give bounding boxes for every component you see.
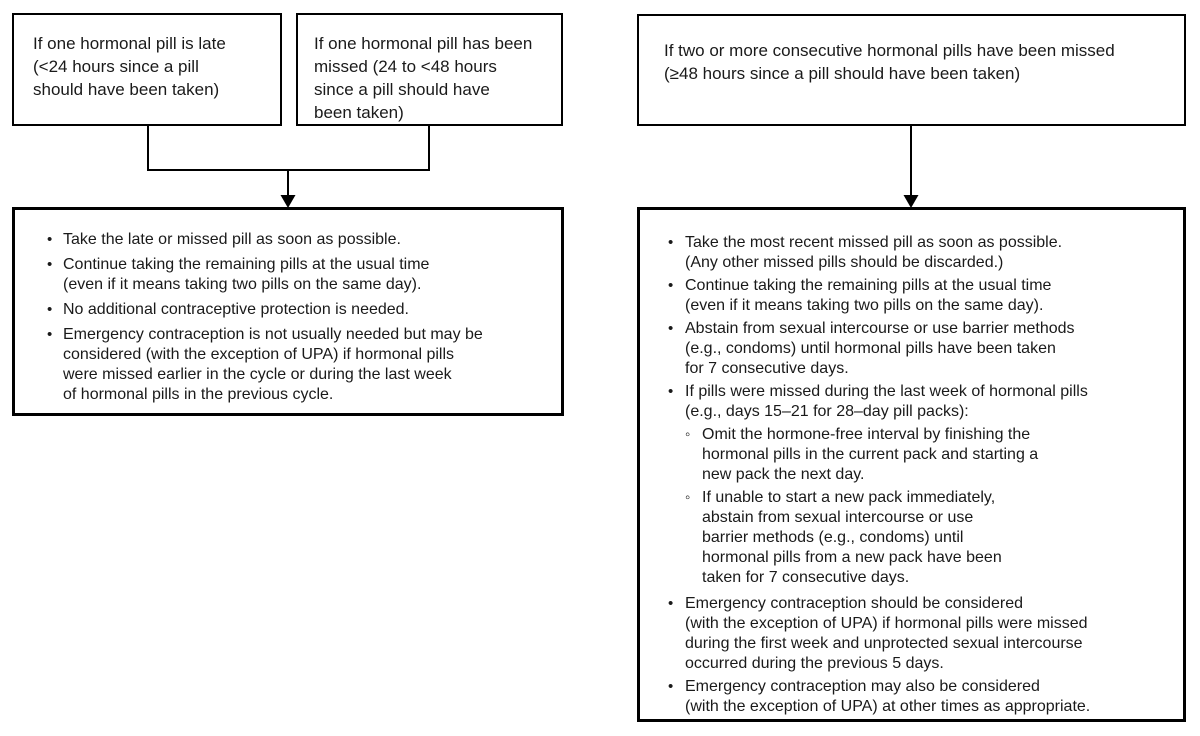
bullet-dot-icon: • — [668, 277, 674, 294]
bullet-dot-icon: • — [668, 383, 674, 400]
sub-list-item: ◦ Omit the hormone-free interval by fini… — [685, 425, 1088, 485]
bullet-dot-icon: • — [47, 326, 53, 343]
condition-box-one-pill-late: If one hormonal pill is late (<24 hours … — [12, 13, 282, 126]
sub-bullet-circle-icon: ◦ — [685, 489, 691, 506]
condition-box-two-plus-pills-missed: If two or more consecutive hormonal pill… — [637, 14, 1186, 126]
condition-box-one-pill-missed: If one hormonal pill has been missed (24… — [296, 13, 563, 126]
sub-bullet-circle-icon: ◦ — [685, 426, 691, 443]
sub-bullet-text: If unable to start a new pack immediatel… — [702, 489, 1002, 586]
list-item: • Take the most recent missed pill as so… — [668, 233, 1177, 273]
bullet-dot-icon: • — [668, 234, 674, 251]
list-item: • Emergency contraception should be cons… — [668, 594, 1177, 674]
bullet-text: Take the most recent missed pill as soon… — [685, 234, 1063, 271]
instructions-box-late-or-missed-one: • Take the late or missed pill as soon a… — [12, 207, 564, 416]
list-item: • Continue taking the remaining pills at… — [47, 255, 553, 295]
bullet-text: Continue taking the remaining pills at t… — [63, 256, 430, 293]
bullet-text: Take the late or missed pill as soon as … — [63, 231, 401, 248]
bullet-text: No additional contraceptive protection i… — [63, 301, 409, 318]
bullet-text: Continue taking the remaining pills at t… — [685, 277, 1052, 314]
sub-instructions-list: ◦ Omit the hormone-free interval by fini… — [685, 425, 1088, 588]
instructions-list: • Take the most recent missed pill as so… — [668, 233, 1177, 717]
bullet-text: Emergency contraception may also be cons… — [685, 678, 1091, 715]
list-item: • Emergency contraception is not usually… — [47, 325, 553, 405]
sub-bullet-text: Omit the hormone-free interval by finish… — [702, 426, 1039, 483]
bullet-dot-icon: • — [47, 256, 53, 273]
bullet-dot-icon: • — [47, 301, 53, 318]
bullet-text: If pills were missed during the last wee… — [685, 383, 1088, 420]
list-item: • Abstain from sexual intercourse or use… — [668, 319, 1177, 379]
sub-list-item: ◦ If unable to start a new pack immediat… — [685, 488, 1088, 588]
list-item: • If pills were missed during the last w… — [668, 382, 1177, 591]
bullet-text: Emergency contraception is not usually n… — [63, 326, 483, 403]
list-item: • Take the late or missed pill as soon a… — [47, 230, 553, 250]
bullet-text: Emergency contraception should be consid… — [685, 595, 1088, 672]
list-item: • Continue taking the remaining pills at… — [668, 276, 1177, 316]
list-item: • Emergency contraception may also be co… — [668, 677, 1177, 717]
instructions-box-two-plus-missed: • Take the most recent missed pill as so… — [637, 207, 1186, 722]
instructions-list: • Take the late or missed pill as soon a… — [47, 230, 553, 405]
bullet-dot-icon: • — [668, 678, 674, 695]
bullet-text: Abstain from sexual intercourse or use b… — [685, 320, 1075, 377]
bullet-dot-icon: • — [47, 231, 53, 248]
list-item: • No additional contraceptive protection… — [47, 300, 553, 320]
bullet-dot-icon: • — [668, 595, 674, 612]
bullet-content: If pills were missed during the last wee… — [685, 382, 1088, 591]
bullet-dot-icon: • — [668, 320, 674, 337]
